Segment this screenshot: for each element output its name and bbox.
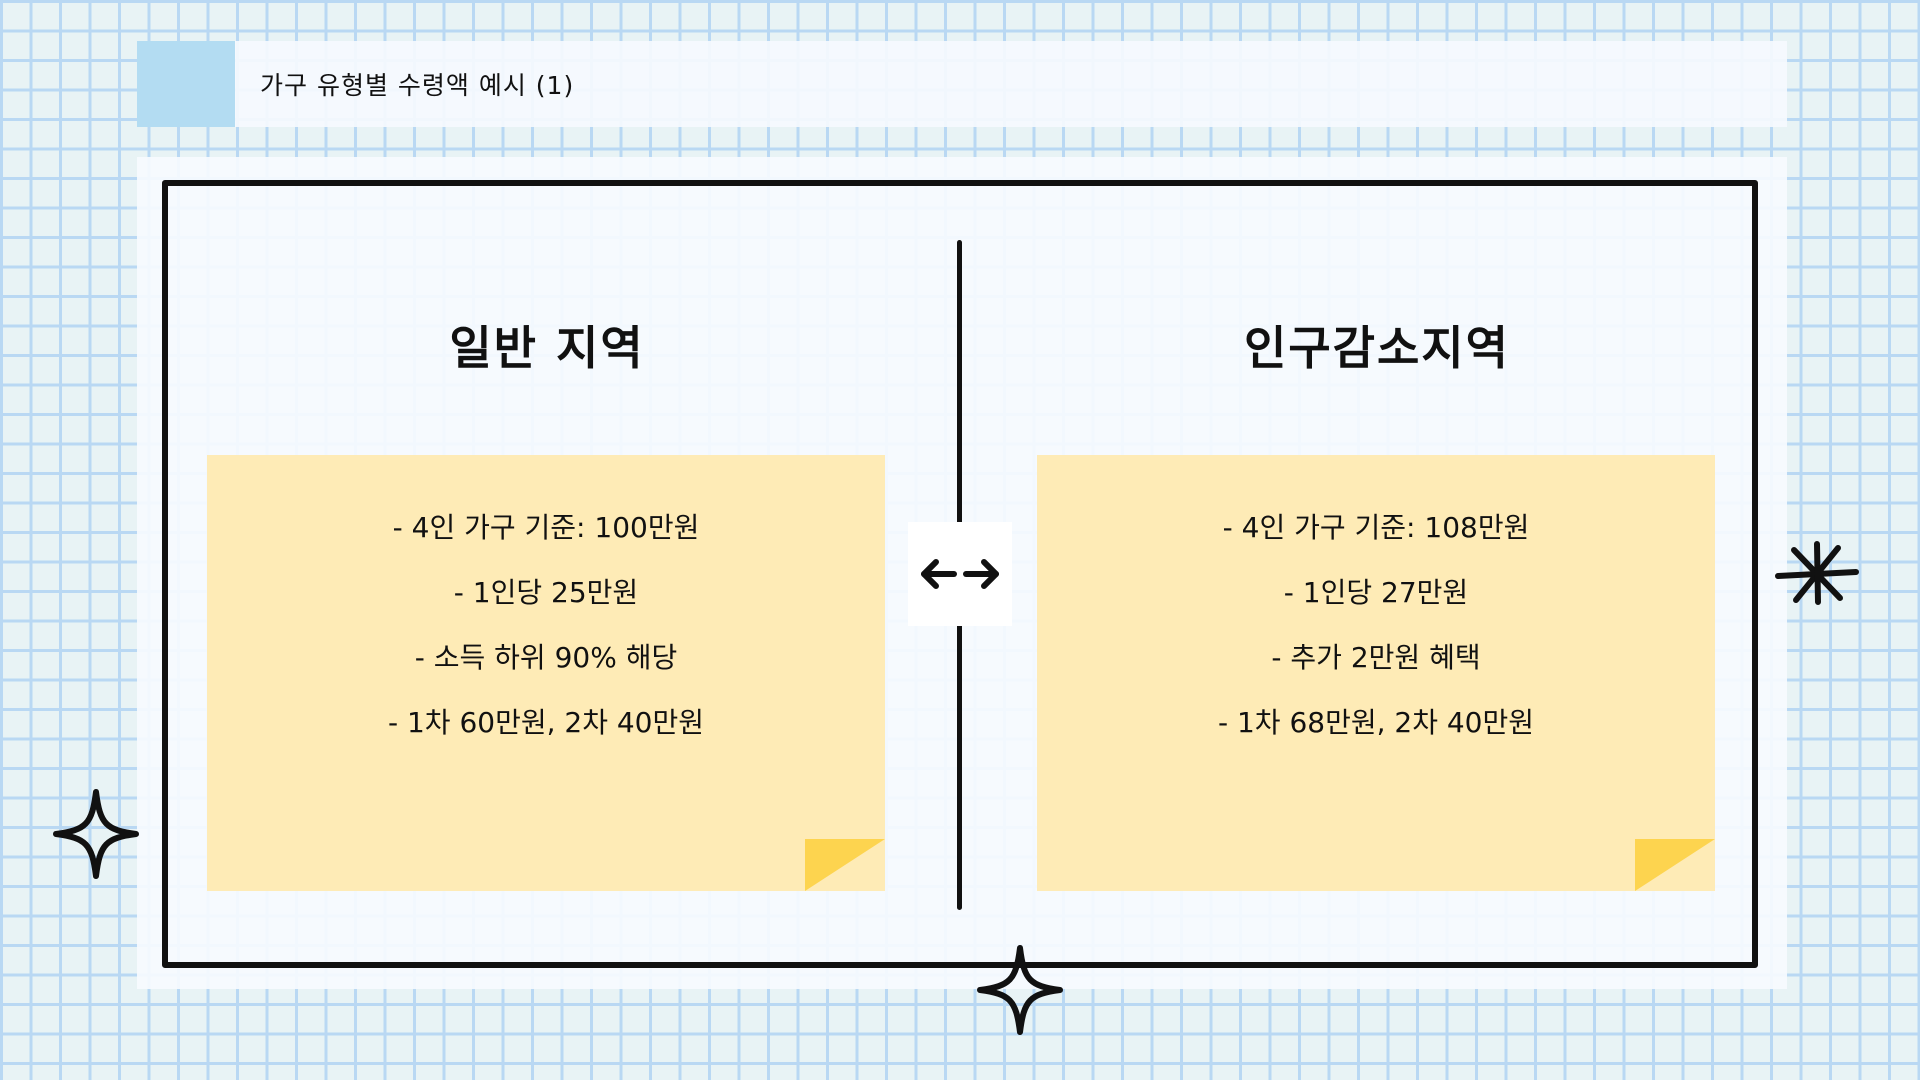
list-item: - 4인 가구 기준: 100만원 (392, 511, 700, 544)
asterisk-icon (1775, 541, 1859, 605)
title-bar (137, 41, 1787, 127)
double-arrow-icon (921, 559, 999, 589)
list-item: - 추가 2만원 혜택 (1271, 641, 1481, 674)
list-item: - 1인당 25만원 (453, 576, 639, 609)
general-region-heading: 일반 지역 (449, 321, 645, 375)
depopulation-region-heading: 인구감소지역 (1244, 321, 1510, 375)
sparkle-icon (53, 789, 139, 879)
list-item: - 소득 하위 90% 해당 (414, 641, 678, 674)
general-region-note: - 4인 가구 기준: 100만원 - 1인당 25만원 - 소득 하위 90%… (207, 455, 885, 891)
sparkle-icon (977, 945, 1063, 1035)
page-title: 가구 유형별 수령액 예시 (1) (260, 71, 575, 100)
depopulation-region-note: - 4인 가구 기준: 108만원 - 1인당 27만원 - 추가 2만원 혜택… (1037, 455, 1715, 891)
note-fold-icon (1635, 839, 1715, 891)
list-item: - 4인 가구 기준: 108만원 (1222, 511, 1530, 544)
list-item: - 1인당 27만원 (1283, 576, 1469, 609)
note-fold-icon (805, 839, 885, 891)
arrow-box (908, 522, 1012, 626)
title-color-swatch (137, 41, 235, 127)
list-item: - 1차 60만원, 2차 40만원 (387, 706, 705, 739)
list-item: - 1차 68만원, 2차 40만원 (1217, 706, 1535, 739)
sketch-frame (162, 180, 1758, 968)
